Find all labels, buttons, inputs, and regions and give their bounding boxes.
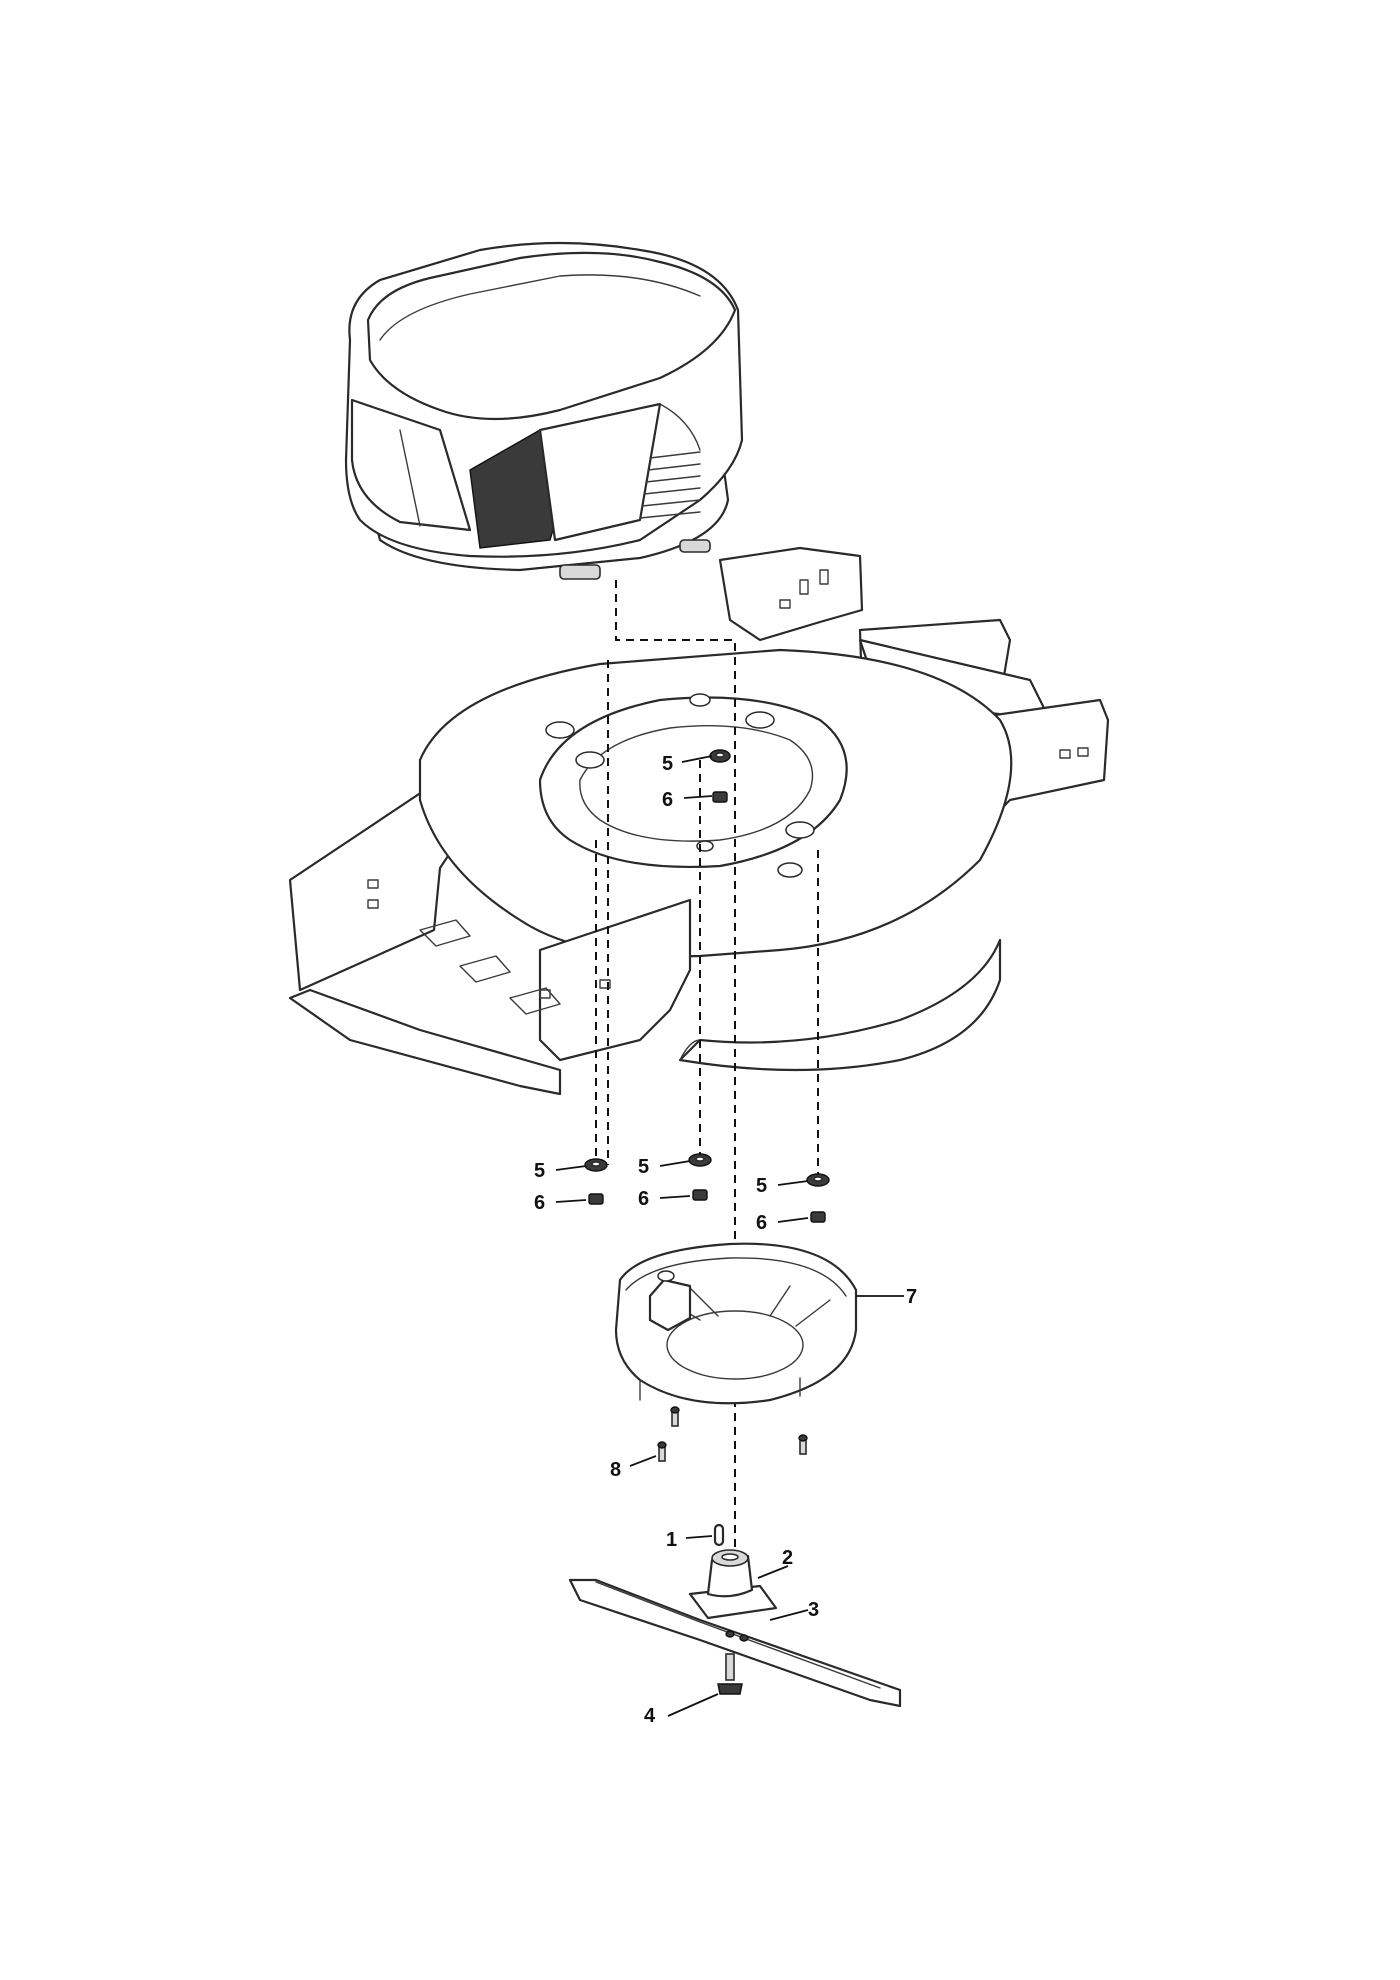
callout-labels: 5 6 5 6 5 6 5 6 7 8 1 2 3 4 [534,753,917,1727]
mower-deck [288,546,1110,1096]
fasteners-lower [584,1153,830,1223]
screw-right [798,1434,808,1455]
callout-washer-left: 5 [534,1160,545,1182]
callout-nut-right: 6 [756,1212,767,1234]
blade-adapter [688,1549,778,1620]
blade [568,1578,902,1708]
bolt [717,1653,743,1695]
engine-cover [344,241,744,580]
washer-right [806,1173,830,1187]
screw-left-a [670,1406,680,1427]
callout-bolt: 4 [644,1705,656,1727]
engine-vents [639,451,701,519]
nut-mid [692,1189,708,1201]
callout-nut-left: 6 [534,1192,545,1214]
callout-washer-right: 5 [756,1175,767,1197]
assembly-lines [595,580,819,1555]
key [713,1523,725,1547]
nut-top [712,791,728,803]
washer-top [709,749,731,763]
callout-screw: 8 [610,1459,621,1481]
callout-nut-mid: 6 [638,1188,649,1210]
callout-washer-top: 5 [662,753,673,775]
callout-blade-adapter: 2 [782,1547,793,1569]
callout-fan-housing: 7 [906,1286,917,1308]
fan-housing [614,1242,858,1405]
callout-leaders [555,755,904,1717]
washer-mid [688,1153,712,1167]
callout-nut-top: 6 [662,789,673,811]
nut-right [810,1211,826,1223]
screw-left-b [657,1441,667,1462]
screws [657,1406,808,1462]
nut-left [588,1193,604,1205]
callout-washer-mid: 5 [638,1156,649,1178]
callout-blade: 3 [808,1599,819,1621]
washer-left [584,1158,608,1172]
callout-key: 1 [666,1529,677,1551]
